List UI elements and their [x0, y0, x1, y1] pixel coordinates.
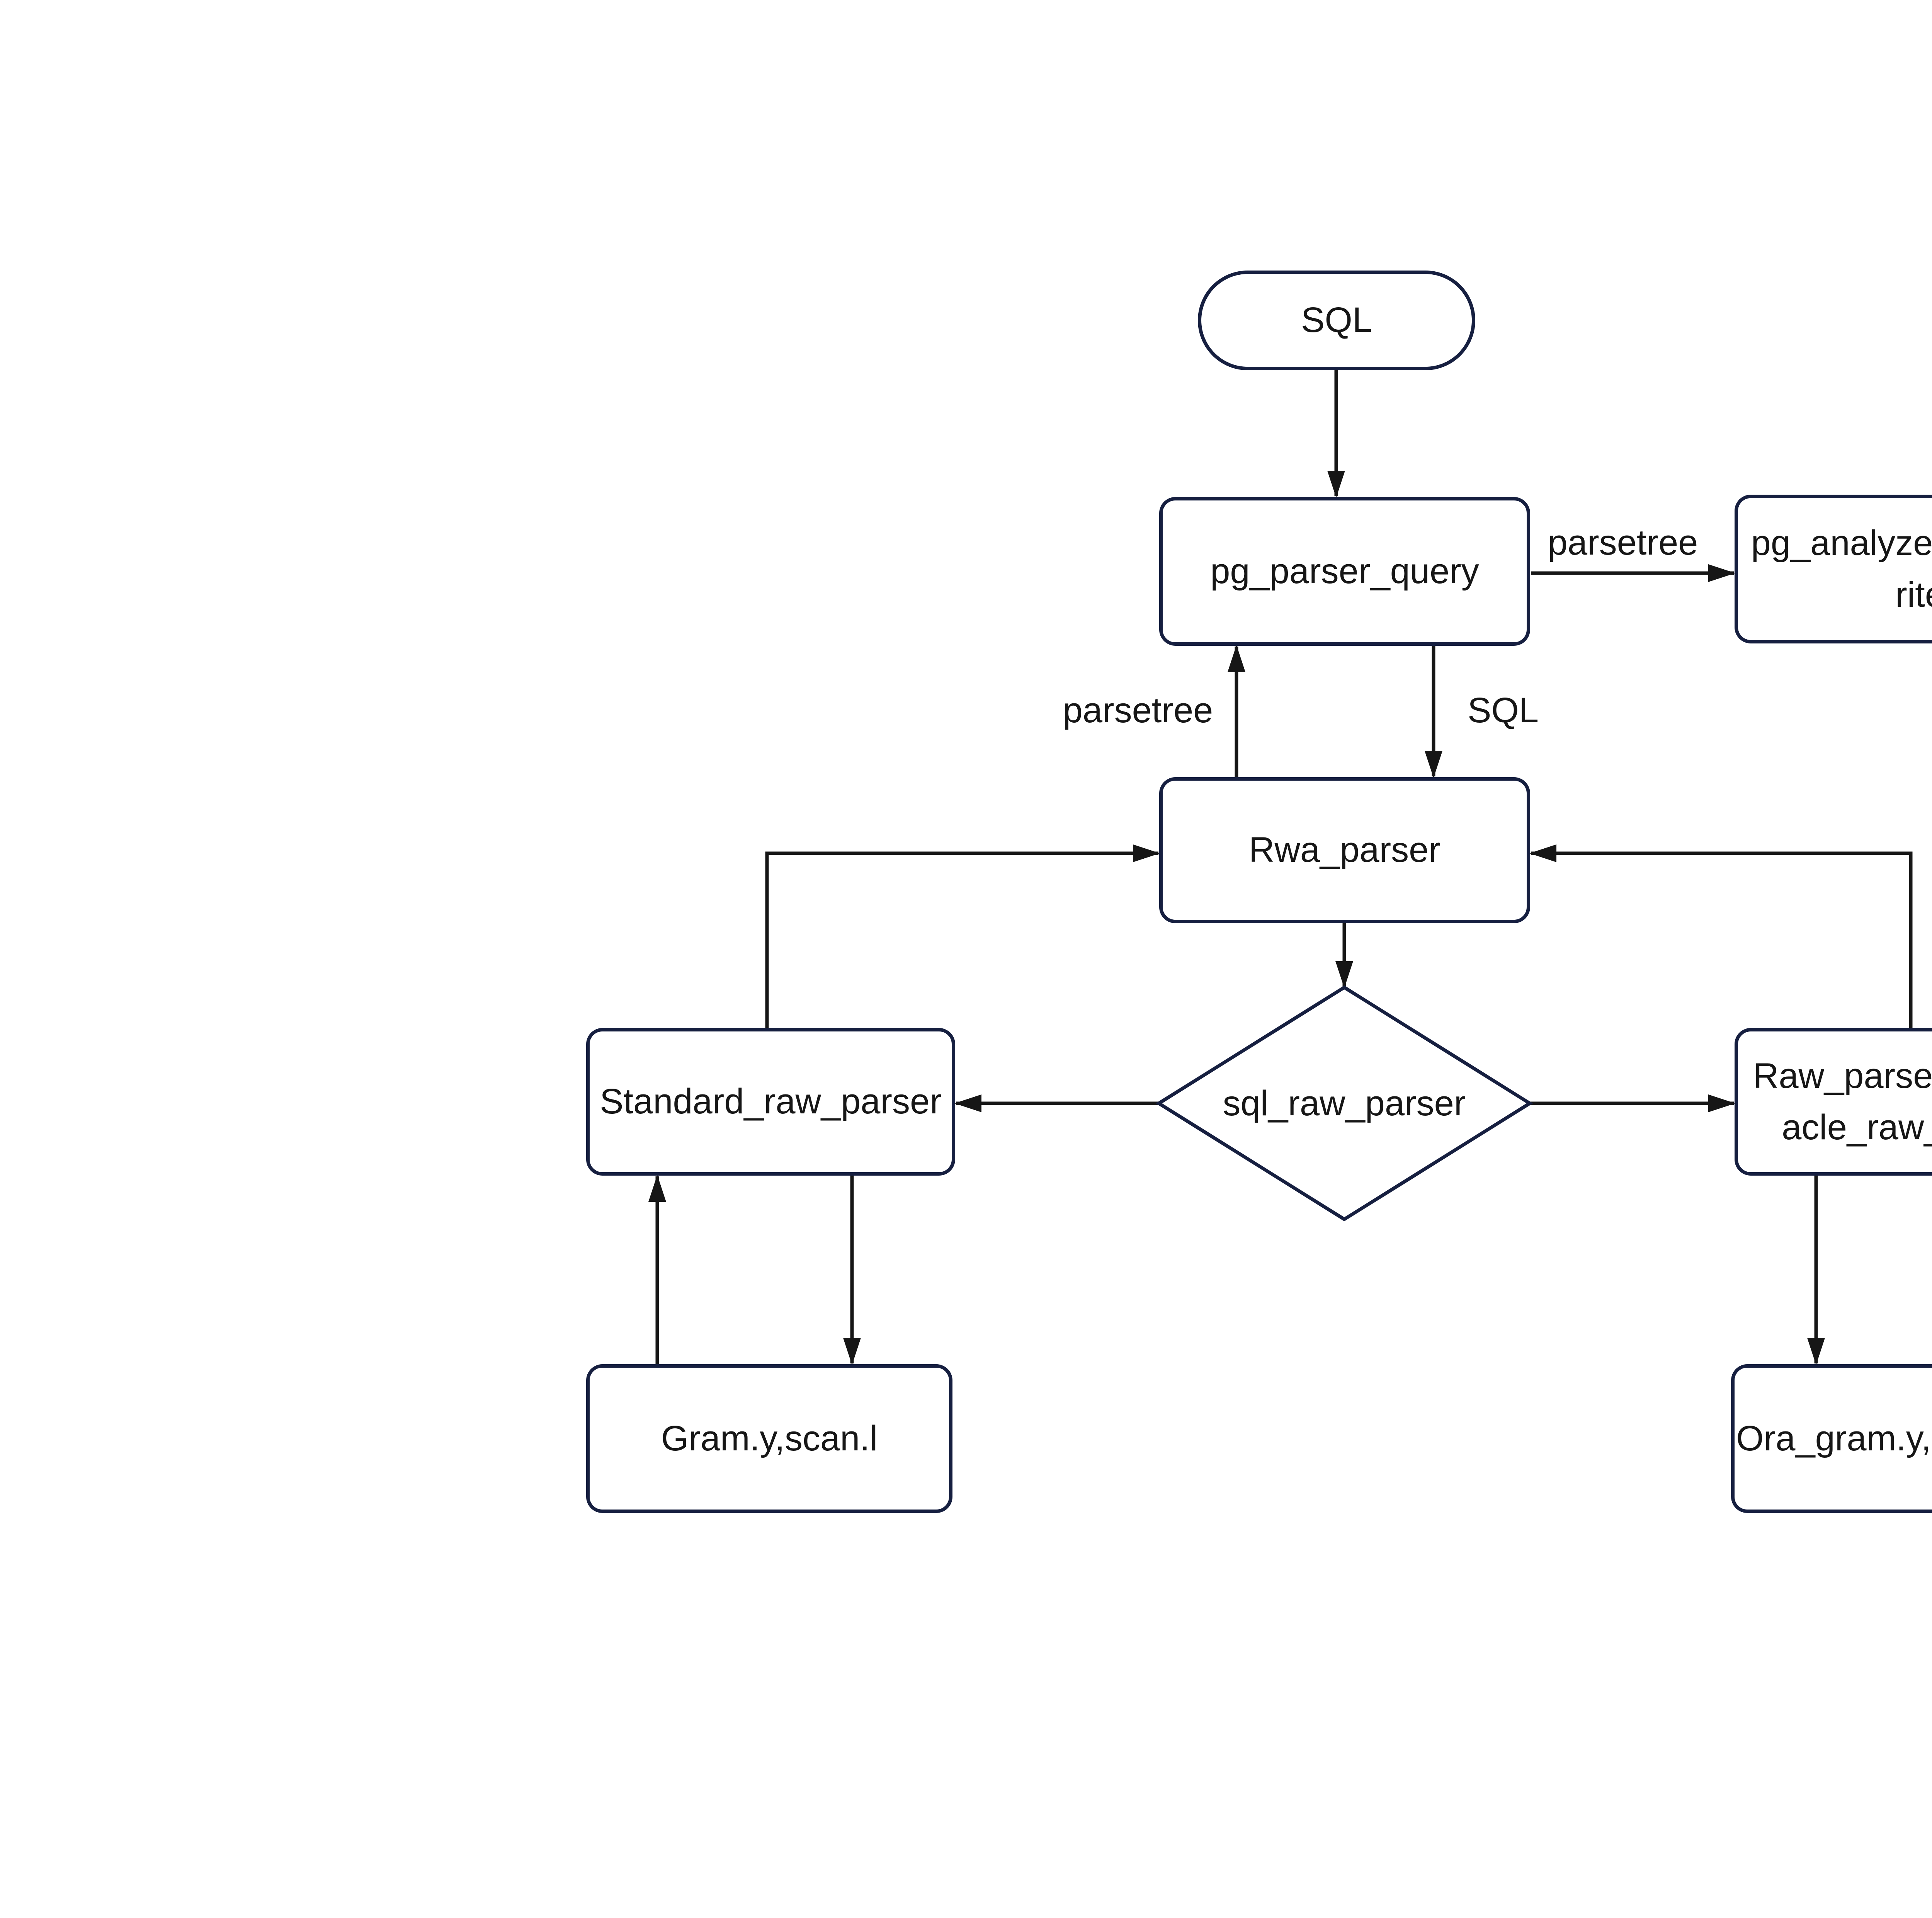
node-sql-start: SQL [1198, 271, 1475, 370]
node-ora-gram-scan-label: Ora_gram.y,ora_scan.l [1736, 1418, 1932, 1458]
node-standard-raw-parser-label: Standard_raw_parser [600, 1082, 942, 1122]
edge-raw-parser-hook-to-rwa-parser [1529, 844, 1913, 1028]
edge-label-parsetree-mid: parsetree [1063, 691, 1213, 730]
edge-label-parsetree-top: parsetree [1548, 523, 1698, 562]
node-raw-parser-hook-label: Raw_parser_hook(oracle_raw_parser) [1753, 1056, 1932, 1147]
node-rwa-parser-label: Rwa_parser [1249, 830, 1440, 870]
edge-standard-raw-parser-to-rwa-parser [765, 844, 1160, 1028]
node-ora-gram-scan: Ora_gram.y,ora_scan.l [1731, 1364, 1932, 1513]
node-pg-analyze-and-rewrite: pg_analyze_and_rewrite [1735, 495, 1932, 643]
node-gram-scan: Gram.y,scan.l [586, 1364, 952, 1513]
node-sql-raw-parser: sql_raw_parser [1155, 984, 1534, 1223]
node-rwa-parser: Rwa_parser [1159, 777, 1530, 923]
decision-diamond-shape [1155, 985, 1533, 1222]
node-sql-start-label: SQL [1301, 300, 1372, 340]
node-pg-analyze-and-rewrite-label: pg_analyze_and_rewrite [1751, 523, 1932, 614]
node-pg-parser-query-label: pg_parser_query [1210, 551, 1479, 591]
node-pg-parser-query: pg_parser_query [1159, 497, 1530, 646]
node-gram-scan-label: Gram.y,scan.l [661, 1418, 878, 1458]
edge-label-sql-mid: SQL [1467, 691, 1539, 730]
node-raw-parser-hook: Raw_parser_hook(oracle_raw_parser) [1735, 1028, 1932, 1176]
node-sql-raw-parser-label: sql_raw_parser [1223, 1083, 1466, 1123]
node-standard-raw-parser: Standard_raw_parser [586, 1028, 955, 1176]
